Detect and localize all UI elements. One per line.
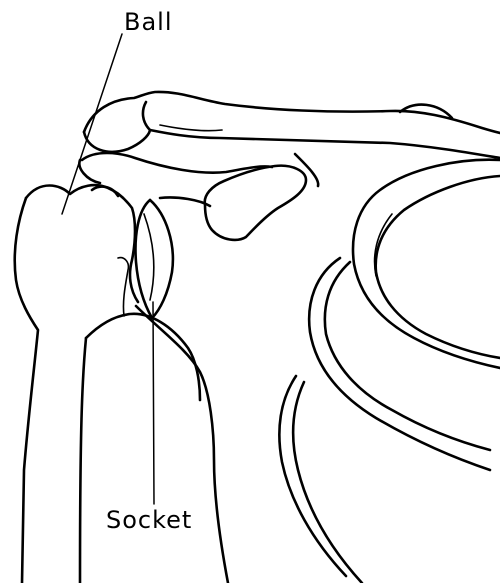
glenoid-socket [136,200,173,318]
ball-leader-line [62,34,122,214]
socket-label: Socket [106,506,192,534]
socket-leader-line [153,302,154,504]
ribs [279,160,500,583]
ball-label: Ball [124,8,173,36]
clavicle [84,92,500,158]
